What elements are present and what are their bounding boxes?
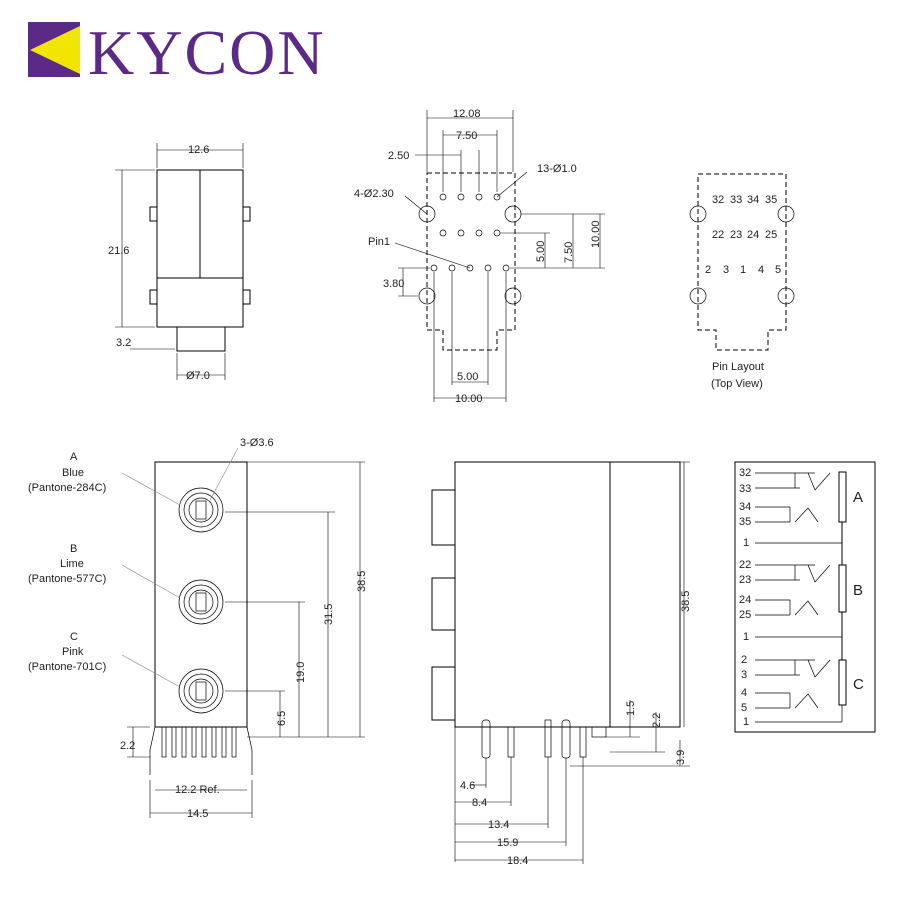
side-profile: 38.5 1.5 2.2 3.9 4.6 8.4 13.4 15.9 18.4 [431, 461, 692, 867]
pin-layout: 32 33 34 35 22 23 24 25 2 3 1 4 5 Pin La… [689, 173, 795, 390]
dim-x184: 18.4 [507, 855, 528, 867]
dim-bottom-10: 10.00 [455, 393, 483, 405]
dim-row-offset: 3.80 [383, 278, 404, 290]
sch-c-4: 1 [743, 716, 749, 728]
side-view: 12.6 21.6 3.2 Ø7.0 [108, 143, 251, 382]
pin-row-3-0: 2 [705, 264, 711, 276]
sch-b-0: 22 [739, 559, 751, 571]
sch-label-b: B [853, 582, 863, 599]
dim-holes-small: 13-Ø1.0 [537, 163, 577, 175]
sch-b-1: 23 [739, 574, 751, 586]
sch-a-0: 32 [739, 467, 751, 479]
jack-c-letter: C [70, 631, 78, 643]
dim-v75: 7.50 [563, 242, 575, 263]
dim-pitch-total: 12.08 [453, 108, 481, 120]
sch-c-1: 3 [741, 669, 747, 681]
dim-pitch-inner: 7.50 [456, 130, 477, 142]
jack-b-pantone: (Pantone-577C) [28, 573, 106, 585]
pin-layout-caption-2: (Top View) [711, 378, 763, 390]
dim-height: 21.6 [108, 245, 129, 257]
dim-h-a: 31.5 [323, 604, 335, 625]
dim-diameter: Ø7.0 [186, 370, 210, 382]
pin-row-3-2: 1 [740, 264, 746, 276]
pin-row-3-4: 5 [775, 264, 781, 276]
dim-x159: 15.9 [497, 837, 518, 849]
logo-yellow-mark [30, 26, 80, 74]
dim-width: 12.6 [188, 144, 209, 156]
logo-text: KYCON [88, 17, 326, 88]
schematic: 32 33 34 35 1 22 23 24 25 1 2 3 4 5 1 A … [734, 461, 876, 733]
jack-a-letter: A [70, 451, 78, 463]
dim-v5: 5.00 [535, 241, 547, 262]
dim-pitch-small: 2.50 [388, 150, 409, 162]
dim-front-height: 38.5 [356, 571, 368, 592]
sch-c-3: 5 [741, 702, 747, 714]
kycon-logo: KYCON [28, 17, 326, 88]
pin1-label: Pin1 [368, 236, 390, 248]
dim-bottom-5: 5.00 [457, 371, 478, 383]
dim-pin-length: 2.2 [120, 740, 135, 752]
dim-39: 3.9 [675, 750, 687, 765]
sch-a-1: 33 [739, 483, 751, 495]
dim-22: 2.2 [651, 713, 663, 728]
sch-label-c: C [853, 676, 864, 693]
sch-a-3: 35 [739, 516, 751, 528]
pin-row-1-3: 35 [765, 194, 777, 206]
front-view: 3-Ø3.6 A Blue (Pantone-284C) B Lime (Pan… [28, 437, 368, 820]
dim-ref-width: 12.2 Ref. [175, 784, 220, 796]
sch-a-2: 34 [739, 501, 751, 513]
jack-b-letter: B [70, 543, 77, 555]
dim-width-total: 14.5 [187, 808, 208, 820]
pin-layout-caption-1: Pin Layout [712, 361, 764, 373]
sch-c-2: 4 [741, 687, 747, 699]
dim-offset: 3.2 [116, 337, 131, 349]
sch-b-2: 24 [739, 594, 751, 606]
dim-x46: 4.6 [460, 780, 475, 792]
jack-c-name: Pink [62, 646, 84, 658]
dim-v10: 10.00 [590, 220, 602, 248]
pin-row-2-2: 24 [747, 229, 759, 241]
jack-c-pantone: (Pantone-701C) [28, 661, 106, 673]
jack-a-pantone: (Pantone-284C) [28, 482, 106, 494]
jack-a-name: Blue [62, 467, 84, 479]
pin-row-2-0: 22 [712, 229, 724, 241]
front-holes: 3-Ø3.6 [240, 437, 274, 449]
pin-row-3-3: 4 [758, 264, 764, 276]
sch-a-4: 1 [743, 537, 749, 549]
dim-h-c: 6.5 [276, 711, 288, 726]
dim-holes-large: 4-Ø2.30 [354, 188, 394, 200]
jack-b-name: Lime [60, 558, 84, 570]
pin-row-2-1: 23 [730, 229, 742, 241]
dim-15: 1.5 [625, 701, 637, 716]
pin-row-3-1: 3 [723, 264, 729, 276]
sch-c-0: 2 [741, 654, 747, 666]
pin-row-1-1: 33 [730, 194, 742, 206]
pin-row-1-0: 32 [712, 194, 724, 206]
pin-row-2-3: 25 [765, 229, 777, 241]
sch-b-4: 1 [743, 631, 749, 643]
sch-label-a: A [853, 489, 863, 506]
dim-x134: 13.4 [488, 819, 509, 831]
dim-h-b: 19.0 [295, 662, 307, 683]
dim-profile-height: 38.5 [680, 591, 692, 612]
dim-x84: 8.4 [472, 797, 487, 809]
sch-b-3: 25 [739, 609, 751, 621]
pin-row-1-2: 34 [747, 194, 759, 206]
pcb-footprint: 12.08 7.50 2.50 13-Ø1.0 4-Ø2.30 Pin1 3.8… [354, 108, 605, 405]
